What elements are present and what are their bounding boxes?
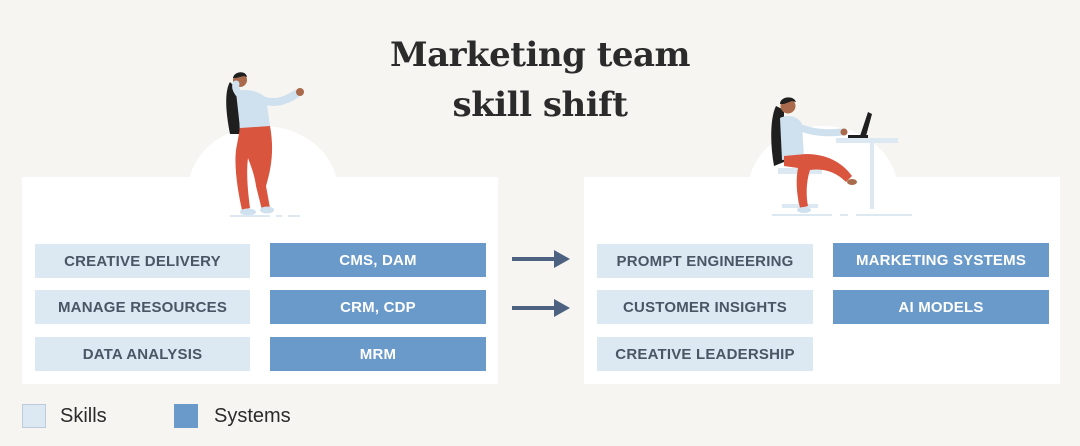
before-system-2: CRM, CDP [270, 290, 486, 324]
after-system-2: AI MODELS [833, 290, 1049, 324]
after-system-1: MARKETING SYSTEMS [833, 243, 1049, 277]
before-system-3: MRM [270, 337, 486, 371]
before-system-1: CMS, DAM [270, 243, 486, 277]
title-line-1: Marketing team [389, 35, 691, 75]
after-skill-2: CUSTOMER INSIGHTS [597, 290, 813, 324]
after-skill-1: PROMPT ENGINEERING [597, 244, 813, 278]
arrow-right-icon [512, 299, 570, 317]
legend-skills-swatch [22, 404, 46, 428]
arrow-right-icon [512, 250, 570, 268]
after-skill-3: CREATIVE LEADERSHIP [597, 337, 813, 371]
before-skill-2: MANAGE RESOURCES [35, 290, 250, 324]
standing-woman-illustration [226, 72, 304, 217]
seated-woman-laptop-illustration [771, 97, 912, 216]
legend-systems-swatch [174, 404, 198, 428]
legend-skills-label: Skills [60, 405, 107, 427]
legend-systems-label: Systems [214, 405, 291, 427]
title-line-2: skill shift [452, 85, 628, 125]
diagram-title: Marketing team skill shift [340, 30, 740, 130]
before-skill-3: DATA ANALYSIS [35, 337, 250, 371]
before-skill-1: CREATIVE DELIVERY [35, 244, 250, 278]
